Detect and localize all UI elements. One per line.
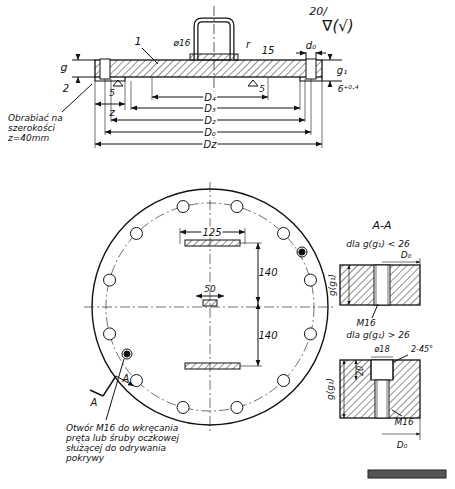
dimension-label: 15 bbox=[262, 45, 275, 56]
bolt-hole bbox=[104, 328, 116, 340]
dimension-label: r bbox=[246, 39, 250, 50]
dimension-label: dla g(g₁) > 26 bbox=[346, 331, 409, 341]
bolt-hole bbox=[304, 328, 316, 340]
dimension-label: 1 bbox=[135, 36, 142, 48]
bolt-hole bbox=[104, 274, 116, 286]
drawing-note: Obrabiać na szerokości z=40mm bbox=[8, 114, 90, 144]
dimension-label: 20/ bbox=[309, 6, 327, 18]
bolt-hole bbox=[231, 201, 243, 213]
dimension-label: D₃ bbox=[203, 103, 217, 114]
dimension-label: D₀ bbox=[203, 127, 217, 138]
bolt-hole bbox=[278, 375, 290, 387]
dimension-label: Dz bbox=[203, 139, 218, 150]
dimension-label: A bbox=[123, 373, 130, 384]
dimension-label: 125 bbox=[201, 227, 222, 238]
dimension-label: D₂ bbox=[203, 115, 217, 126]
dimension-label: 2-45° bbox=[411, 346, 433, 355]
dimension-label: 50 bbox=[204, 285, 215, 295]
dimension-label: A bbox=[91, 397, 98, 408]
dimension-label: ø16 bbox=[174, 39, 191, 49]
bolt-hole bbox=[231, 401, 243, 413]
dimension-label: g bbox=[61, 62, 68, 74]
dimension-label: ø18 bbox=[374, 346, 389, 355]
bolt-hole bbox=[304, 274, 316, 286]
bolt-hole bbox=[177, 401, 189, 413]
dimension-label: dla g(g₁) < 26 bbox=[346, 240, 409, 250]
dimension-label: 6⁺⁰·⁴ bbox=[338, 85, 359, 95]
cover-plate-section bbox=[95, 60, 322, 77]
dimension-label: M16 bbox=[356, 319, 375, 329]
bolt-hole-section bbox=[306, 59, 316, 79]
drawing-note: Otwór M16 do wkręcania pręta lub śruby o… bbox=[66, 424, 184, 464]
handle-slot bbox=[203, 300, 217, 306]
dimension-label: D₀ bbox=[401, 251, 412, 261]
dimension-label: D₀ bbox=[397, 441, 408, 451]
dimension-label: z bbox=[109, 107, 114, 118]
handle-slot bbox=[185, 363, 240, 369]
bolt-hole-section bbox=[100, 59, 110, 79]
dimension-label: 140 bbox=[258, 330, 277, 341]
dimension-label: 140 bbox=[258, 267, 277, 278]
dimension-label: 5 bbox=[109, 89, 115, 99]
dimension-label: 20 bbox=[357, 366, 366, 376]
bolt-holes bbox=[104, 201, 317, 414]
handle-slot bbox=[185, 240, 240, 246]
dimension-label: M16 bbox=[394, 418, 413, 428]
bolt-hole bbox=[130, 227, 142, 239]
dimension-label: 5 bbox=[259, 85, 265, 95]
dimension-label: A-A bbox=[372, 220, 391, 232]
bolt-hole bbox=[278, 227, 290, 239]
dimension-label: g(g₁) bbox=[326, 378, 336, 400]
dimension-label: d₀ bbox=[306, 40, 316, 51]
dimension-label: D₄ bbox=[203, 92, 217, 103]
bolt-hole bbox=[177, 201, 189, 213]
dimension-label: g₁ bbox=[337, 65, 347, 76]
dimension-label: ∇(√) bbox=[322, 18, 353, 35]
dimension-label: 2 bbox=[63, 83, 69, 94]
dimension-label: g(g₁) bbox=[328, 274, 338, 296]
